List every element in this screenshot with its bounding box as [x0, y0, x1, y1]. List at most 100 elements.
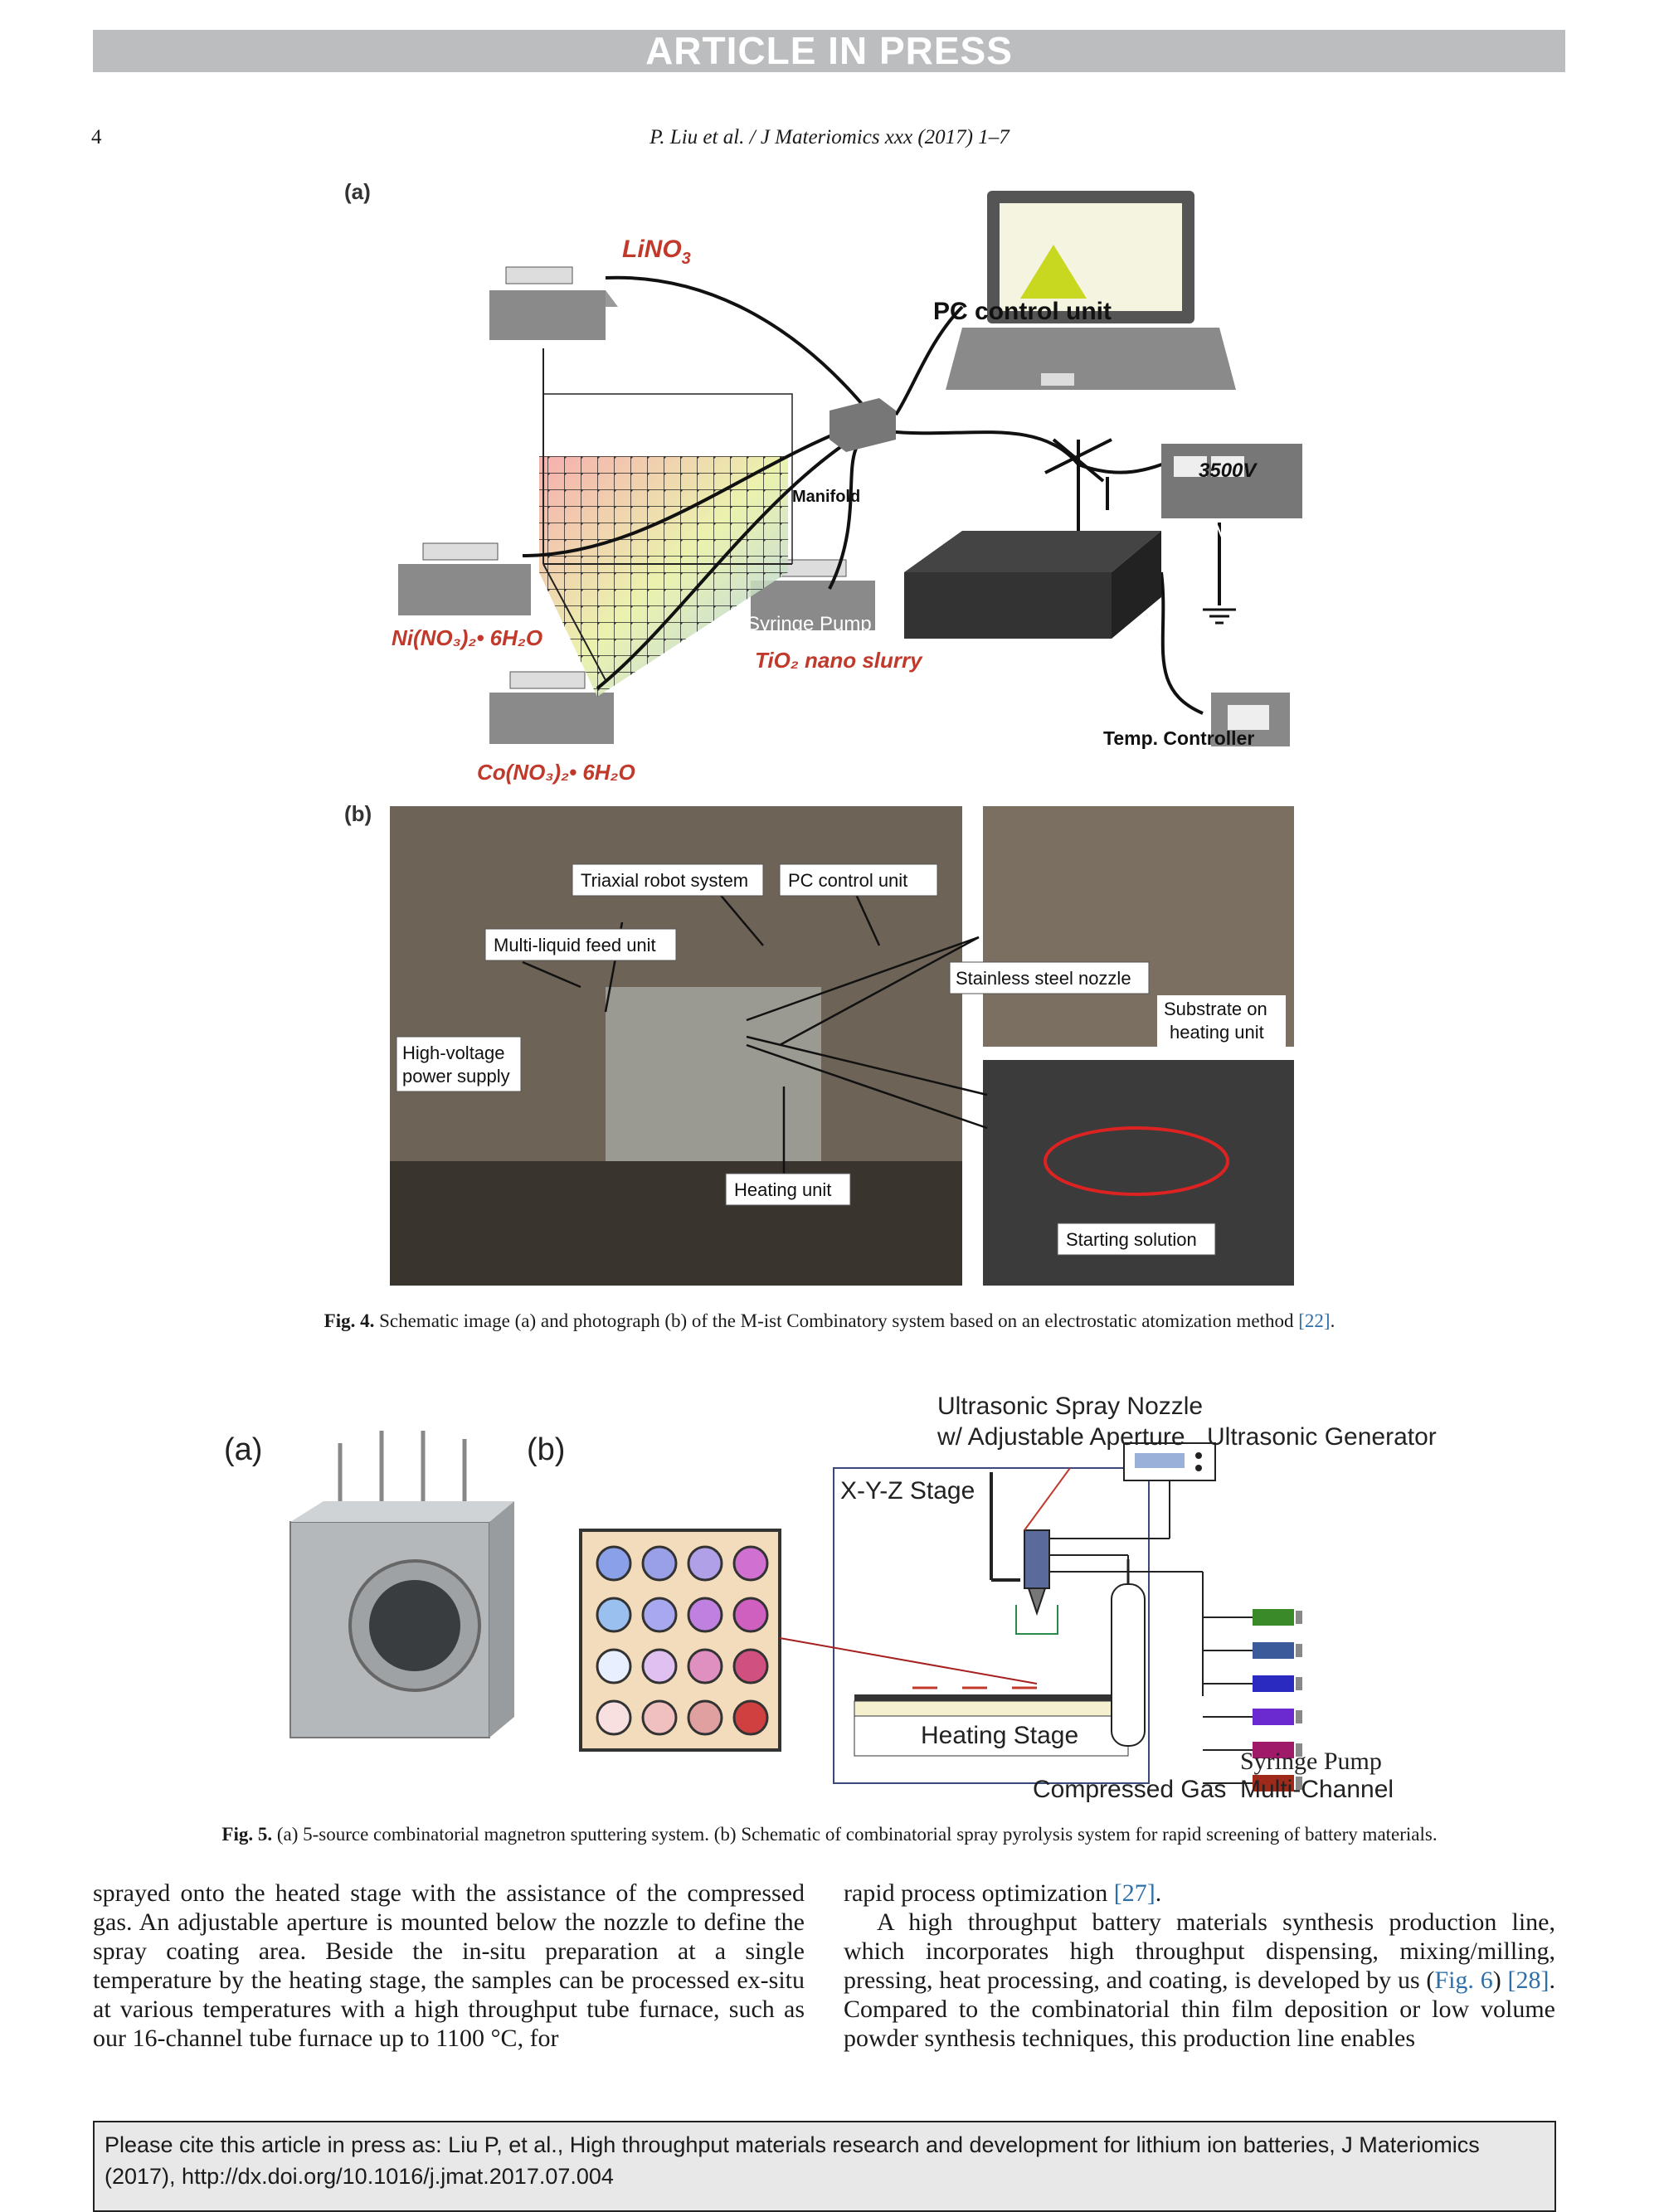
sample-well: [687, 1648, 723, 1685]
laptop-pc: [946, 191, 1236, 390]
sample-well: [687, 1597, 723, 1633]
label-ti: TiO₂ nano slurry: [755, 648, 923, 673]
article-in-press-banner: ARTICLE IN PRESS: [93, 30, 1565, 72]
label-heater: Heater: [954, 642, 1016, 664]
sample-well: [732, 1699, 769, 1736]
compressed-gas-cylinder: [1111, 1559, 1146, 1747]
body-column-right: rapid process optimization [27]. A high …: [844, 1879, 1555, 2053]
sample-well: [687, 1545, 723, 1582]
syringe-pump-ni: [398, 542, 531, 615]
label-nozzle-line2: w/ Adjustable Aperture: [937, 1423, 1185, 1451]
ref-27[interactable]: [27]: [1113, 1879, 1155, 1907]
running-head: P. Liu et al. / J Materiomics xxx (2017)…: [649, 126, 1010, 148]
syringe-body: [1253, 1675, 1294, 1692]
label-syringe-pump: Syringe Pump: [747, 613, 872, 635]
label-compressed-gas: Compressed Gas: [1033, 1776, 1226, 1803]
fig4-caption: Fig. 4. Schematic image (a) and photogra…: [93, 1309, 1566, 1334]
label-xyz-stage: X-Y-Z Stage: [840, 1477, 975, 1505]
fig5-caption: Fig. 5. (a) 5-source combinatorial magne…: [93, 1822, 1566, 1847]
label-nozzle-line1: Ultrasonic Spray Nozzle: [937, 1393, 1203, 1420]
label-substrate-line1: Substrate on: [1164, 999, 1267, 1019]
syringe-body: [1253, 1775, 1294, 1791]
label-pump-line2: Syringe Pump: [1240, 1748, 1382, 1775]
sample-well: [596, 1648, 632, 1685]
syringe-body: [1253, 1742, 1294, 1758]
label-high-voltage: High Voltage: [1170, 522, 1282, 544]
syringe-plunger: [1296, 1710, 1302, 1723]
leader-lines: [522, 881, 988, 1190]
label-substrate-line2: heating unit: [1170, 1022, 1264, 1043]
composition-pyramid: [539, 348, 793, 697]
label-voltage-value: 3500V: [1199, 459, 1258, 482]
label-heating-stage: Heating Stage: [921, 1722, 1078, 1749]
syringe-pump-lino3: [489, 266, 618, 340]
lab-instrument: [606, 987, 821, 1161]
photo-labels: Triaxial robot system PC control unit Mu…: [396, 863, 1286, 1256]
syringe-plunger: [1296, 1677, 1302, 1690]
fig5-caption-label: Fig. 5.: [221, 1824, 273, 1845]
sample-well: [641, 1545, 678, 1582]
sample-wells: [596, 1545, 769, 1736]
sample-well: [641, 1648, 678, 1685]
syringe-plunger: [1296, 1611, 1302, 1624]
fig5-figure: (a) (b): [224, 1393, 1437, 1803]
label-pc-control: PC control unit: [933, 298, 1112, 325]
syringe-body: [1253, 1642, 1294, 1659]
fig4b-panel-label: (b): [344, 801, 372, 826]
body-column-left: sprayed onto the heated stage with the a…: [93, 1879, 805, 2053]
label-triaxial: Triaxial robot system: [581, 870, 748, 891]
sample-well: [732, 1597, 769, 1633]
label-temp-controller: Temp. Controller: [1103, 727, 1254, 749]
temp-controller: [1211, 693, 1290, 746]
label-ni: Ni(NO₃)₂• 6H₂O: [392, 625, 542, 650]
label-co: Co(NO₃)₂• 6H₂O: [477, 760, 635, 785]
label-generator: Ultrasonic Generator: [1207, 1423, 1437, 1451]
sample-well: [687, 1699, 723, 1736]
syringe-body: [1253, 1609, 1294, 1626]
fig5-caption-text: (a) 5-source combinatorial magnetron spu…: [272, 1824, 1438, 1845]
label-hv-line2: power supply: [402, 1066, 510, 1087]
label-lino3: LiNO3: [622, 236, 691, 268]
syringe-plunger: [1296, 1777, 1302, 1790]
fig5a-panel-label: (a): [224, 1432, 262, 1467]
spray-nozzle: [990, 1472, 1058, 1635]
ref-28[interactable]: [28]: [1507, 1966, 1550, 1994]
label-starting-solution: Starting solution: [1066, 1229, 1197, 1250]
manifold: [830, 398, 896, 452]
label-pc-unit: PC control unit: [788, 870, 907, 891]
fig4b-photographs: (b) Triaxial robot system PC control uni…: [344, 801, 1294, 1286]
robot-arm: [1044, 438, 1112, 539]
xyz-stage-frame: [833, 1467, 1150, 1784]
body-right-paragraph-2: A high throughput battery materials synt…: [844, 1908, 1555, 2052]
syringe-plunger: [1296, 1644, 1302, 1657]
high-voltage-box: [1161, 444, 1302, 518]
fig6-link[interactable]: Fig. 6: [1434, 1966, 1493, 1994]
sample-well: [641, 1597, 678, 1633]
fig4a-schematic: (a): [344, 179, 1302, 785]
syringe-pump-co: [489, 671, 614, 744]
sample-well: [732, 1648, 769, 1685]
sputtering-chamber: [289, 1431, 514, 1738]
label-manifold: Manifold: [792, 488, 860, 506]
citation-box: Please cite this article in press as: Li…: [93, 2121, 1556, 2212]
syringe-body: [1253, 1709, 1294, 1725]
label-multi-liquid: Multi-liquid feed unit: [494, 935, 656, 955]
sample-well: [596, 1597, 632, 1633]
fig4-caption-ref[interactable]: [22]: [1298, 1310, 1331, 1331]
fig4-caption-label: Fig. 4.: [324, 1310, 375, 1331]
body-right-paragraph-1: rapid process optimization [27].: [844, 1879, 1162, 1907]
label-nozzle: Stainless steel nozzle: [956, 968, 1131, 989]
wiring: [1049, 1480, 1204, 1696]
fig5b-panel-label: (b): [527, 1432, 565, 1467]
sample-well: [641, 1699, 678, 1736]
sample-well: [596, 1699, 632, 1736]
red-highlight-ellipse: [1044, 1126, 1229, 1196]
fig4-caption-end: .: [1330, 1310, 1335, 1331]
sample-well: [732, 1545, 769, 1582]
ground-symbol: [1203, 608, 1236, 625]
multi-channel-syringes: [1203, 1609, 1302, 1791]
syringe-plunger: [1296, 1743, 1302, 1757]
fig4a-panel-label: (a): [344, 179, 371, 204]
sample-well: [596, 1545, 632, 1582]
heater: [904, 531, 1161, 639]
